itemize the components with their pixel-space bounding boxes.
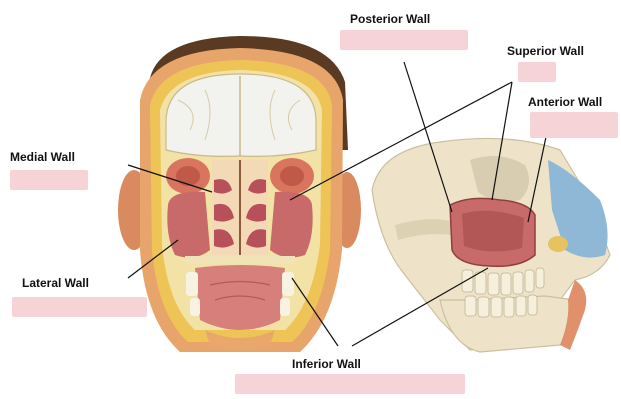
left-maxillary-sinus [167, 192, 210, 258]
label-lateral-wall: Lateral Wall [22, 276, 89, 290]
right-eye [280, 166, 304, 186]
coronal-head-section [118, 36, 361, 352]
tongue [195, 265, 285, 330]
answer-blank-lateral[interactable] [12, 297, 147, 317]
hard-palate [185, 256, 295, 264]
left-conchae [214, 179, 234, 247]
label-inferior-wall: Inferior Wall [292, 357, 361, 371]
label-medial-wall: Medial Wall [10, 150, 75, 164]
nasal-fat-pad [548, 236, 568, 252]
right-conchae [246, 179, 266, 247]
label-posterior-wall: Posterior Wall [350, 12, 430, 26]
lateral-skull [372, 138, 610, 352]
left-eye [176, 166, 200, 186]
label-anterior-wall: Anterior Wall [528, 95, 602, 109]
answer-blank-anterior[interactable] [530, 112, 618, 138]
sinus-interior [462, 211, 524, 252]
answer-blank-medial[interactable] [10, 170, 88, 190]
label-superior-wall: Superior Wall [507, 44, 584, 58]
lower-teeth-lateral [465, 295, 537, 317]
right-maxillary-sinus [270, 192, 313, 258]
answer-blank-posterior[interactable] [340, 30, 468, 50]
brain [166, 74, 316, 156]
answer-blank-inferior[interactable] [235, 374, 465, 394]
answer-blank-superior[interactable] [518, 62, 556, 82]
